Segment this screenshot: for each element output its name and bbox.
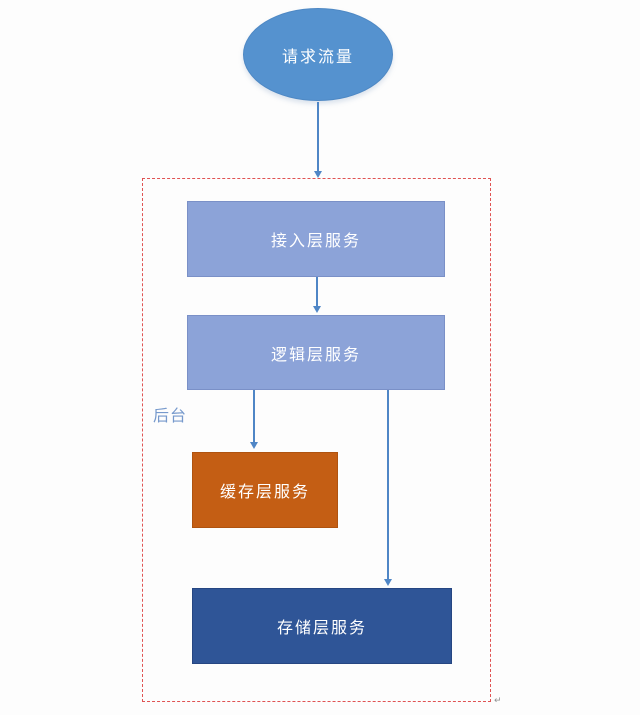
node-cache-layer-label: 缓存层服务 xyxy=(219,484,310,501)
node-logic-layer-label: 逻辑层服务 xyxy=(270,346,361,364)
arrow-down-icon xyxy=(314,171,322,178)
arrow-line xyxy=(317,102,319,172)
arrow-down-icon xyxy=(384,579,392,586)
node-logic-layer: 逻辑层服务 xyxy=(187,315,445,390)
arrow-down-icon xyxy=(250,442,258,449)
arrow-line xyxy=(316,277,318,307)
node-request-traffic-label: 请求流量 xyxy=(281,48,354,66)
node-access-layer: 接入层服务 xyxy=(187,201,445,277)
arrow-line xyxy=(253,390,255,443)
arrow-line xyxy=(387,390,389,580)
node-request-traffic: 请求流量 xyxy=(243,8,393,101)
backend-group-box xyxy=(142,178,491,702)
node-storage-layer-label: 存储层服务 xyxy=(276,620,367,637)
arrow-down-icon xyxy=(313,306,321,313)
backend-group-label: 后台 xyxy=(153,408,188,425)
node-access-layer-label: 接入层服务 xyxy=(270,233,361,250)
paragraph-mark-icon: ↵ xyxy=(494,695,502,705)
node-storage-layer: 存储层服务 xyxy=(192,588,452,664)
node-cache-layer: 缓存层服务 xyxy=(192,452,338,528)
